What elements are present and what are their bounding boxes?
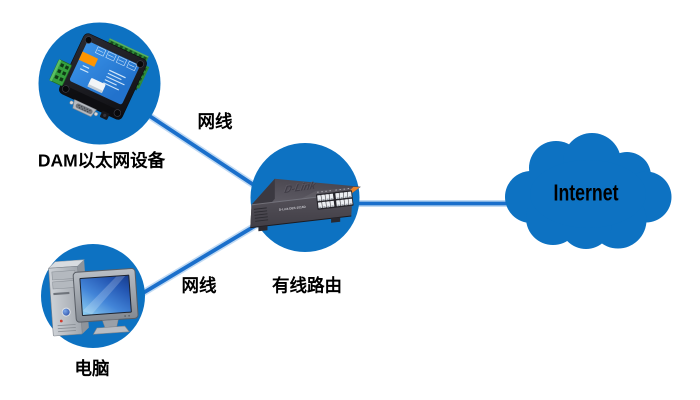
cable-label-top: 网线 xyxy=(197,111,233,132)
cloud-shape xyxy=(505,133,672,249)
dam-panel-text-lines xyxy=(79,64,126,91)
dam-db9-connector xyxy=(69,99,110,120)
computer-node-label: 电脑 xyxy=(74,357,110,378)
svg-text:D-Link: D-Link xyxy=(282,180,317,196)
router-node-label: 有线路由 xyxy=(272,275,342,296)
pc-monitor xyxy=(72,267,139,335)
dam-ethernet-module-icon xyxy=(49,33,150,120)
switch-front-label: D-Link DES-1016D xyxy=(279,205,307,212)
internet-label: Internet xyxy=(553,179,619,205)
dam-rj45-port xyxy=(87,78,106,93)
network-switch-icon: D-Link D-Link D-Link DES-1016D xyxy=(250,178,361,232)
dam-panel-markings xyxy=(94,46,138,72)
svg-text:D-Link: D-Link xyxy=(282,179,317,195)
switch-top-face xyxy=(251,178,361,205)
dam-terminal-connector xyxy=(49,59,72,87)
switch-brand-logo: D-Link D-Link xyxy=(282,179,318,196)
dam-corner-screws xyxy=(62,36,144,117)
dam-node xyxy=(38,22,161,145)
dam-node-label: DAM以太网设备 xyxy=(37,150,166,171)
desktop-computer-icon xyxy=(47,259,139,337)
pc-power-button xyxy=(61,307,71,317)
dam-sticker xyxy=(78,51,99,67)
computer-node xyxy=(41,244,145,348)
switch-vents xyxy=(253,207,269,222)
switch-ports xyxy=(315,188,354,210)
internet-cloud xyxy=(505,133,672,249)
cable-label-bottom: 网线 xyxy=(181,275,217,296)
router-node: D-Link D-Link D-Link DES-1016D xyxy=(250,143,361,252)
switch-feet xyxy=(258,217,341,232)
